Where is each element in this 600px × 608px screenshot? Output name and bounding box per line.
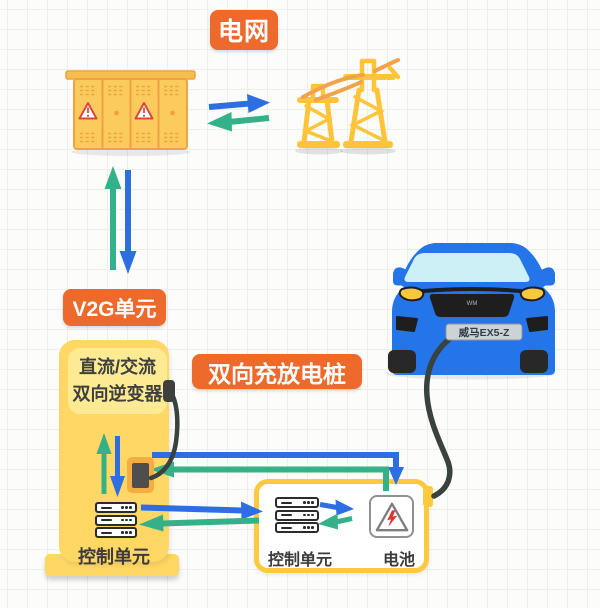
car-headlight-right: [519, 286, 546, 302]
arrow-grid-to-towers: [208, 94, 270, 113]
warning-triangle-icon: [78, 102, 98, 120]
car-mirror-left: [393, 267, 412, 286]
vehicle-control-unit-icon: [275, 497, 319, 533]
battery-label: 电池: [382, 552, 415, 569]
battery-icon: [369, 495, 414, 538]
arrow-grid-to-pile-down: [119, 170, 137, 274]
pile-control-unit-icon: [95, 502, 137, 538]
car-trim-line: [401, 287, 543, 295]
car-windshield: [404, 253, 530, 282]
ev-car-icon: WM: [387, 243, 555, 380]
v2g-unit-label: V2G单元: [63, 289, 166, 326]
car-logo: WM: [467, 301, 478, 307]
car-headlight-left: [398, 286, 425, 302]
inverter-label-line1: 直流/交流: [78, 357, 156, 377]
car-charging-cable: [423, 334, 455, 499]
license-plate-text: 威马EX5-Z: [459, 326, 510, 339]
inverter-box: 直流/交流 双向逆变器: [68, 348, 167, 414]
vehicle-control-unit-label: 控制单元: [267, 552, 332, 569]
car-wheel-left: [388, 350, 416, 373]
arrow-towers-to-grid: [207, 112, 270, 132]
transmission-towers-icon: [295, 58, 401, 155]
car-wheel-right: [520, 350, 548, 373]
inverter-label-line2: 双向逆变器: [72, 384, 163, 404]
license-plate: 威马EX5-Z: [445, 323, 523, 341]
vehicle-internals-box: 控制单元 电池: [254, 479, 429, 573]
car-body: [392, 243, 555, 375]
car-mirror-right: [536, 267, 555, 286]
battery-warning-glyph: [375, 502, 408, 531]
car-grille: [429, 294, 515, 317]
arrow-pile-to-grid-up: [104, 166, 122, 270]
bidirectional-pile-label: 双向充放电桩: [192, 354, 362, 389]
pile-control-unit-label: 控制单元: [78, 547, 150, 567]
power-grid-label: 电网: [210, 10, 278, 50]
car-vent-right: [526, 316, 548, 332]
car-vent-left: [396, 316, 418, 332]
warning-triangle-icon: [134, 102, 154, 120]
transformer-cabinet-icon: [65, 70, 196, 156]
power-wires: [301, 58, 400, 102]
cabinet-vents: [80, 85, 181, 143]
